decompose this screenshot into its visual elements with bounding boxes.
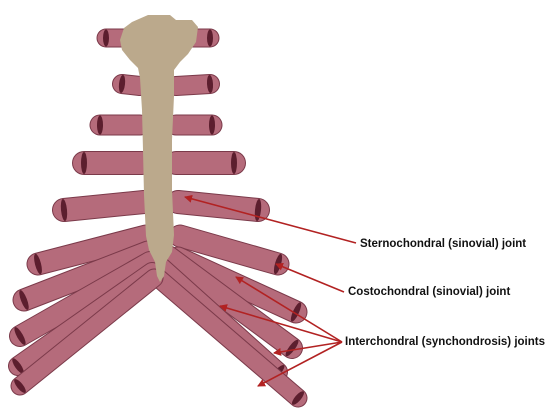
right-costal-cartilage-3 (176, 116, 215, 135)
left-rib-end-4 (81, 152, 87, 174)
costochondral-joint-label: Costochondral (sinovial) joint (348, 286, 510, 298)
right-rib-end-3 (209, 116, 215, 135)
left-costal-cartilage-4 (81, 152, 142, 174)
sternochondral-joint-label: Sternochondral (sinovial) joint (360, 238, 526, 250)
left-rib-end-1 (103, 30, 109, 47)
left-costal-cartilages (10, 30, 154, 395)
costochondral-arrow (276, 264, 344, 292)
left-costal-cartilage-5 (60, 199, 144, 221)
right-costal-cartilage-2 (176, 75, 214, 93)
right-costal-cartilage-4 (176, 152, 237, 174)
left-costal-cartilage-2 (118, 75, 140, 94)
interchondral-joints-label: Interchondral (synchondrosis) joints (345, 336, 545, 348)
right-rib-end-4 (231, 152, 237, 174)
left-rib-end-3 (97, 116, 103, 135)
right-costal-cartilage-5 (178, 199, 262, 221)
right-costal-cartilages (156, 30, 306, 407)
right-rib-end-1 (207, 30, 213, 47)
left-costal-cartilage-3 (97, 116, 140, 135)
